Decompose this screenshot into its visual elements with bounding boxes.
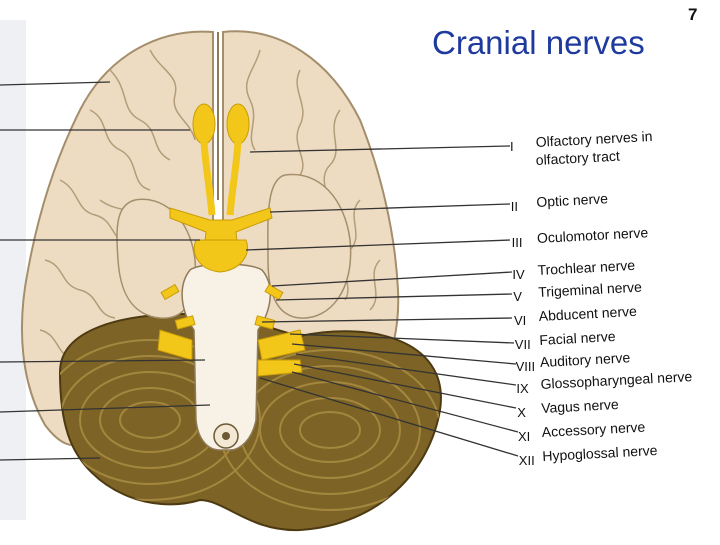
page-number: 7: [688, 5, 697, 25]
nerve-name: Accessory nerve: [541, 419, 645, 440]
nerve-numeral: III: [512, 235, 523, 250]
nerve-name-line2: olfactory tract: [535, 148, 620, 168]
nerve-name: Facial nerve: [539, 328, 616, 348]
nerve-name: Hypoglossal nerve: [542, 442, 658, 464]
slide-title: Cranial nerves: [432, 24, 645, 62]
spinal-cord-core: [222, 432, 230, 440]
nerve-name: Vagus nerve: [541, 396, 620, 416]
nerve-numeral: II: [511, 199, 518, 214]
nerve-name: Optic nerve: [536, 190, 609, 210]
nerve-numeral: I: [510, 139, 514, 154]
nerve-numeral: XII: [519, 453, 535, 468]
nerve-numeral: V: [513, 289, 522, 304]
nerve-name: Olfactory nerves in: [535, 128, 652, 150]
nerve-numeral: VI: [514, 313, 526, 328]
nerve-numeral: XI: [518, 429, 530, 444]
page-edge: [0, 20, 26, 520]
nerve-numeral: X: [517, 405, 526, 420]
nerve-name: Trochlear nerve: [537, 257, 635, 278]
nerve-name: Oculomotor nerve: [537, 224, 649, 246]
nerve-numeral: VII: [515, 337, 531, 352]
nerve-name: Abducent nerve: [538, 303, 637, 324]
nerve-numeral: VIII: [516, 359, 536, 374]
nerve-name: Trigeminal nerve: [538, 279, 643, 300]
nerve-name: Glossopharyngeal nerve: [540, 368, 693, 392]
nerve-numeral: IV: [512, 267, 525, 282]
nerve-name: Auditory nerve: [540, 349, 631, 370]
nerve-numeral: IX: [516, 381, 529, 396]
